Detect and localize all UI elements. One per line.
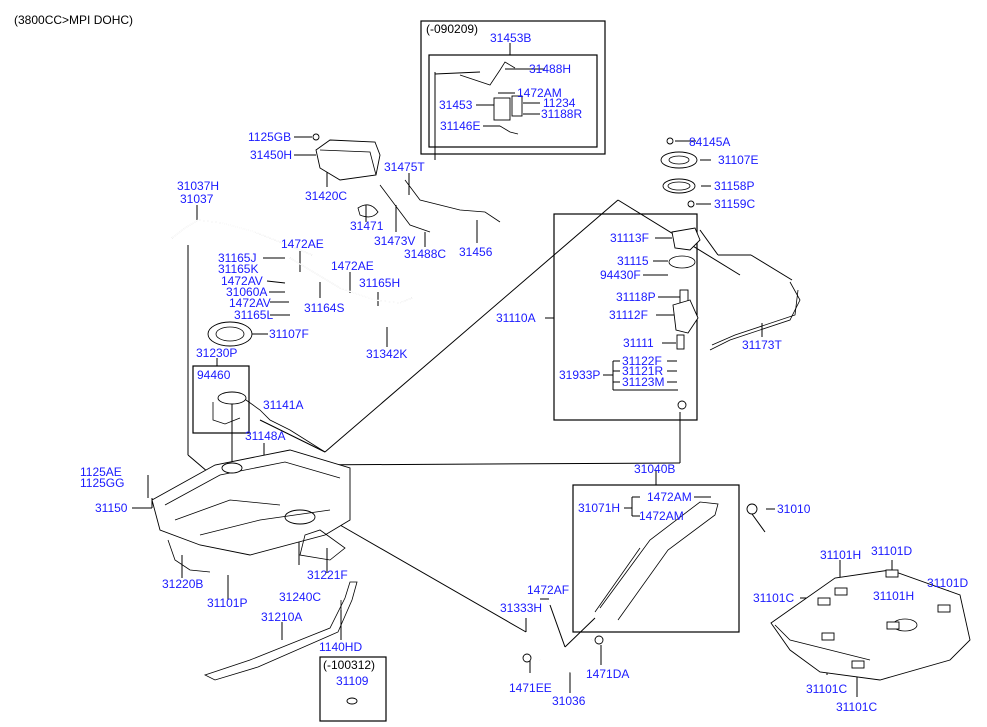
part-label-31115[interactable]: 31115 <box>617 254 649 268</box>
part-label-1472AM-a[interactable]: 1472AM <box>647 490 692 504</box>
part-label-1472AE-b[interactable]: 1472AE <box>331 259 374 273</box>
part-label-31333H[interactable]: 31333H <box>500 601 543 615</box>
part-label-1125GG[interactable]: 1125GG <box>80 476 125 490</box>
tank-strap-31210A <box>203 581 358 705</box>
part-label-31121R[interactable]: 31121R <box>622 364 664 378</box>
pump-cover-31107E <box>660 137 698 208</box>
vapor-hose-31165H <box>289 257 413 304</box>
part-label-31111[interactable]: 31111 <box>623 336 654 350</box>
part-label-31101H-b[interactable]: 31101H <box>873 589 915 603</box>
part-label-31118P[interactable]: 31118P <box>616 290 656 304</box>
part-label-11234[interactable]: 11234 <box>543 96 576 110</box>
part-label-31488C[interactable]: 31488C <box>404 247 447 261</box>
part-label-1472AM-canister[interactable]: 1472AM <box>517 86 562 100</box>
sender-plate-31107F <box>207 321 253 347</box>
part-label-31164S[interactable]: 31164S <box>304 301 345 315</box>
part-label-1140HD[interactable]: 1140HD <box>319 640 363 654</box>
part-label-31471[interactable]: 31471 <box>350 219 384 233</box>
part-label-31453B[interactable]: 31453B <box>490 31 532 45</box>
canister-hose-31456 <box>357 179 501 233</box>
fuel-tank-pads <box>770 569 971 681</box>
part-label-31221F[interactable]: 31221F <box>307 568 348 582</box>
part-label-1472AF[interactable]: 1472AF <box>527 583 570 597</box>
part-label-1472AV-a[interactable]: 1472AV <box>221 274 263 288</box>
part-label-1471DA[interactable]: 1471DA <box>586 667 630 681</box>
part-label-31110A[interactable]: 31110A <box>496 311 536 325</box>
canister-31420C <box>312 133 381 181</box>
part-label-31037[interactable]: 31037 <box>180 192 214 206</box>
part-label-31010[interactable]: 31010 <box>777 502 811 516</box>
fuel-line-31173T <box>709 281 801 351</box>
filler-neck-31040B <box>594 501 766 621</box>
part-label-31101D-a[interactable]: 31101D <box>871 544 913 558</box>
canister-box-outer <box>420 20 606 155</box>
part-label-31165J[interactable]: 31165J <box>218 251 257 265</box>
part-label-31036[interactable]: 31036 <box>552 694 586 708</box>
canister-box-inner <box>428 54 598 148</box>
canister-assembly-small <box>459 61 523 135</box>
part-label-31933P[interactable]: 31933P <box>559 368 601 382</box>
part-label-1472AV-b[interactable]: 1472AV <box>229 296 271 310</box>
part-label-31165H[interactable]: 31165H <box>359 276 401 290</box>
part-label-31210A[interactable]: 31210A <box>261 610 303 624</box>
sender-box <box>192 365 250 434</box>
canister-box-note: (-090209) <box>426 22 479 36</box>
clip-box-note: (-100312) <box>323 658 376 672</box>
part-label-31150[interactable]: 31150 <box>95 501 128 515</box>
part-label-31420C[interactable]: 31420C <box>305 189 348 203</box>
part-label-94430F[interactable]: 94430F <box>600 268 641 282</box>
part-label-31159C[interactable]: 31159C <box>714 197 756 211</box>
part-label-31488H[interactable]: 31488H <box>529 62 572 76</box>
part-label-31113F[interactable]: 31113F <box>610 231 649 245</box>
engine-spec-title: (3800CC>MPI DOHC) <box>14 13 134 27</box>
part-label-31165K[interactable]: 31165K <box>218 262 259 276</box>
part-label-31450H[interactable]: 31450H <box>250 148 293 162</box>
part-label-31188R[interactable]: 31188R <box>541 107 583 121</box>
part-label-84145A[interactable]: 84145A <box>689 135 731 149</box>
part-label-31473V[interactable]: 31473V <box>374 234 416 248</box>
fuel-line-31037 <box>171 219 313 256</box>
part-label-31109[interactable]: 31109 <box>336 674 369 688</box>
part-label-31453[interactable]: 31453 <box>439 98 473 112</box>
part-label-31230P[interactable]: 31230P <box>196 346 238 360</box>
sender-94460 <box>212 391 326 453</box>
part-label-31101C-c[interactable]: 31101C <box>836 700 878 714</box>
fuel-tank-31150 <box>151 449 351 573</box>
part-label-31112F[interactable]: 31112F <box>609 308 648 322</box>
part-label-31122F[interactable]: 31122F <box>622 354 662 368</box>
part-label-31165L[interactable]: 31165L <box>234 308 274 322</box>
part-label-31101C-a[interactable]: 31101C <box>753 591 795 605</box>
part-label-31101H-a[interactable]: 31101H <box>820 548 862 562</box>
part-label-31220B[interactable]: 31220B <box>162 577 204 591</box>
part-label-31456[interactable]: 31456 <box>459 245 493 259</box>
part-label-31173T[interactable]: 31173T <box>742 338 782 352</box>
part-label-31101P[interactable]: 31101P <box>207 596 248 610</box>
part-label-31037H[interactable]: 31037H <box>177 179 220 193</box>
part-label-1471EE[interactable]: 1471EE <box>509 681 552 695</box>
fuel-pump-parts <box>668 227 701 410</box>
part-label-1472AM-b[interactable]: 1472AM <box>639 509 684 523</box>
part-label-31107F[interactable]: 31107F <box>269 327 309 341</box>
filler-hose-31036 <box>522 600 604 675</box>
part-label-31101C-b[interactable]: 31101C <box>806 682 848 696</box>
part-label-31123M[interactable]: 31123M <box>622 375 665 389</box>
part-label-31146E[interactable]: 31146E <box>440 119 481 133</box>
part-label-1125AE[interactable]: 1125AE <box>80 465 122 479</box>
part-label-1472AE-a[interactable]: 1472AE <box>281 237 324 251</box>
part-label-31107E[interactable]: 31107E <box>718 153 759 167</box>
part-label-31158P[interactable]: 31158P <box>714 179 755 193</box>
part-label-94460[interactable]: 94460 <box>197 368 231 382</box>
part-label-31040B[interactable]: 31040B <box>634 462 676 476</box>
part-label-31148A[interactable]: 31148A <box>245 429 286 443</box>
clip-box <box>319 656 387 722</box>
part-label-31060A[interactable]: 31060A <box>226 285 268 299</box>
part-label-1125GB[interactable]: 1125GB <box>248 130 292 144</box>
part-label-31101D-b[interactable]: 31101D <box>927 576 969 590</box>
part-label-31342K[interactable]: 31342K <box>366 347 408 361</box>
part-label-31141A[interactable]: 31141A <box>263 398 304 412</box>
part-label-31475T[interactable]: 31475T <box>384 160 425 174</box>
part-label-31071H[interactable]: 31071H <box>578 501 621 515</box>
part-label-31240C[interactable]: 31240C <box>279 590 322 604</box>
